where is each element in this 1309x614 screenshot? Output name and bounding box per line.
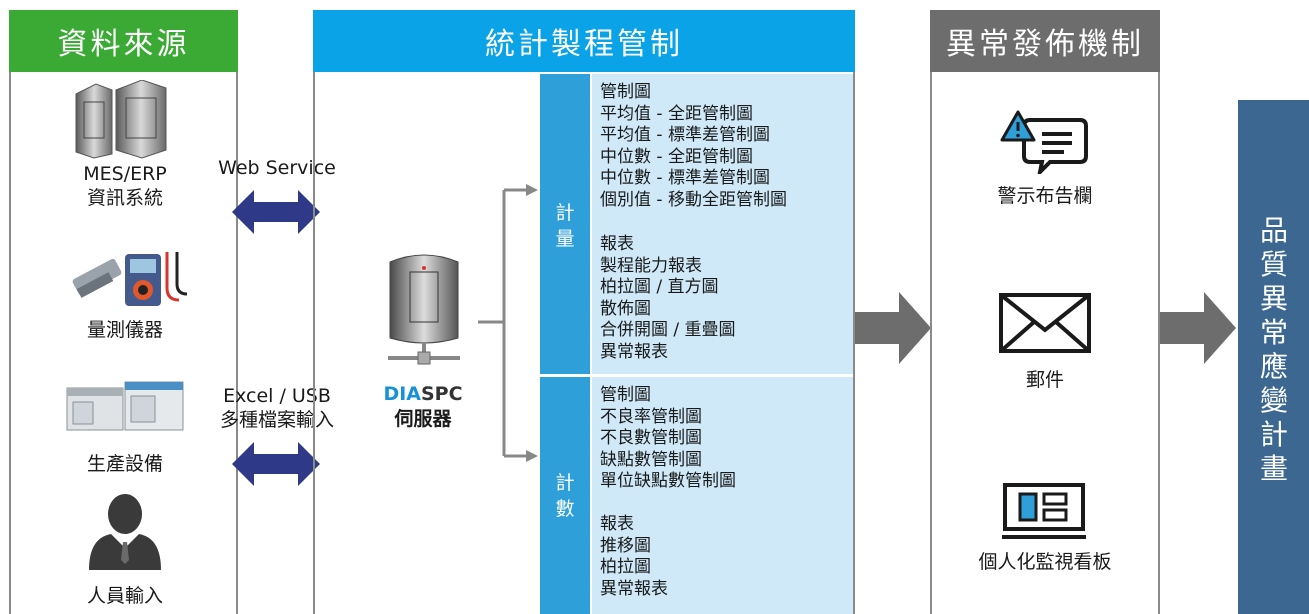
alert-bulletin-label: 警示布告欄 — [997, 185, 1093, 207]
variable-list-box — [592, 74, 853, 374]
spc-server-brand: DIASPC — [370, 382, 476, 406]
attribute-charts-list: 管制圖 不良率管制圖 不良數管制圖 缺點數管制圖 單位缺點數管制圖 — [600, 385, 736, 491]
source-measuring-label: 量測儀器 — [86, 319, 163, 341]
spc-server-label: 伺服器 — [394, 408, 452, 430]
person-icon — [89, 494, 161, 570]
branch-connector-lines — [478, 184, 538, 462]
file-input-double-arrow-icon — [232, 442, 320, 486]
alert-to-plan-arrow-icon — [1160, 292, 1236, 364]
spc-to-alert-arrow-icon — [855, 292, 931, 364]
variable-reports-list: 報表 製程能力報表 柏拉圖 / 直方圖 散佈圖 合併開圖 / 重疊圖 異常報表 — [600, 234, 736, 362]
mail-icon — [999, 293, 1091, 353]
server-rack-icon — [75, 80, 167, 159]
alert-mail-label: 郵件 — [1025, 369, 1064, 391]
variable-tag — [540, 74, 590, 374]
file-input-label-line2: 多種檔案輸入 — [219, 409, 334, 431]
alert-header: 異常發佈機制 — [930, 10, 1160, 72]
measuring-instrument-icon — [72, 252, 188, 306]
sources-panel — [9, 10, 238, 614]
bulletin-board-icon — [1000, 110, 1088, 174]
attribute-list-box — [592, 377, 853, 614]
response-plan-panel — [1238, 100, 1309, 614]
source-mes-erp-label: MES/ERP 資訊系統 — [83, 163, 167, 209]
brand-dia: DIA — [383, 383, 421, 405]
alert-dashboard-label: 個人化監視看板 — [978, 551, 1112, 573]
response-plan-label: 品 質 異 常 應 變 計 畫 — [1259, 214, 1288, 485]
alert-panel — [930, 10, 1160, 614]
variable-tag-text: 計 量 — [555, 202, 575, 250]
attribute-reports-list: 報表 推移圖 柏拉圖 異常報表 — [600, 514, 668, 599]
block-divider — [540, 374, 853, 377]
dashboard-icon — [1002, 483, 1086, 539]
spc-header: 統計製程管制 — [313, 10, 855, 72]
file-input-label-line1: Excel / USB — [223, 385, 331, 407]
variable-charts-list: 管制圖 平均值 - 全距管制圖 平均值 - 標準差管制圖 中位數 - 全距管制圖… — [600, 82, 787, 210]
spc-server-icon — [388, 254, 460, 365]
brand-spc: SPC — [420, 383, 463, 405]
web-service-label: Web Service — [218, 157, 336, 179]
source-manual-input-label: 人員輸入 — [86, 585, 163, 607]
web-service-double-arrow-icon — [232, 190, 320, 234]
sources-header: 資料來源 — [9, 10, 238, 72]
spc-panel — [313, 10, 855, 614]
attribute-tag — [540, 377, 590, 614]
attribute-tag-text: 計 數 — [555, 472, 575, 520]
source-equipment-label: 生產設備 — [86, 453, 163, 475]
production-equipment-icon — [66, 381, 184, 431]
